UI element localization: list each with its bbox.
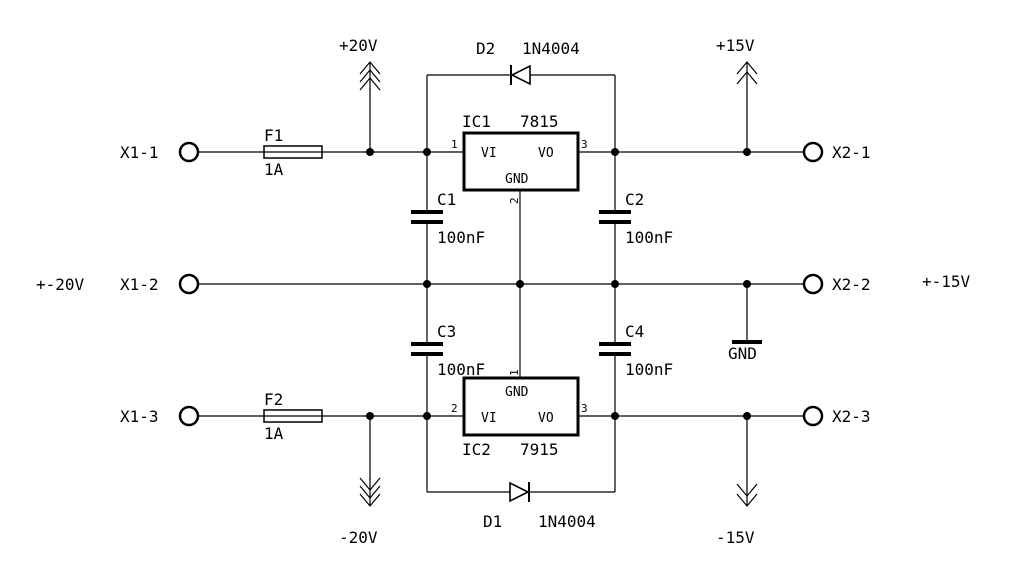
terminal-label: X2-1 [832,143,871,162]
regulator-ic1: IC1 7815 VI VO GND 1 3 2 [451,112,588,204]
ic-name: IC1 [462,112,491,131]
terminal-label: X2-2 [832,275,871,294]
capacitor-name: C3 [437,322,456,341]
ic-name: IC2 [462,440,491,459]
capacitor-name: C2 [625,190,644,209]
pin-number: 3 [581,138,588,151]
supply-label: -15V [716,528,755,547]
supply-neg15-symbol: -15V [716,483,758,547]
pin-number: 1 [451,138,458,151]
terminal-x2-1: X2-1 [802,141,871,163]
ic-pin-vo: VO [538,146,554,161]
terminal-label: X2-3 [832,407,871,426]
supply-pos15-symbol: +15V [716,36,758,85]
capacitor-c2: C2 100nF [599,190,673,247]
diode-d1: D1 1N4004 [483,481,596,531]
supply-neg20-symbol: -20V [339,477,381,547]
supply-label: +15V [716,36,755,55]
pin-number: 3 [581,402,588,415]
ic-pin-gnd: GND [505,172,529,187]
capacitor-name: C1 [437,190,456,209]
ground-symbol: GND [728,340,762,363]
terminal-label: X1-1 [120,143,159,162]
capacitor-value: 100nF [625,228,673,247]
pin-number: 1 [508,369,521,376]
terminal-x2-3: X2-3 [802,405,871,427]
capacitor-value: 100nF [437,228,485,247]
fuse-value: 1A [264,424,284,443]
diode-name: D2 [476,39,495,58]
diode-d2: D2 1N4004 [476,39,580,86]
capacitor-c4: C4 100nF [599,322,673,379]
ic-pin-gnd: GND [505,385,529,400]
diode-part: 1N4004 [522,39,580,58]
terminal-x1-1: X1-1 [120,141,200,163]
fuse-name: F2 [264,390,283,409]
ground-label: GND [728,344,757,363]
ic-pin-vi: VI [481,146,497,161]
ic-pin-vi: VI [481,411,497,426]
terminal-label: X1-2 [120,275,159,294]
diode-name: D1 [483,512,502,531]
regulator-ic2: IC2 7915 VI VO GND 2 3 1 [451,369,588,459]
wires [198,74,804,493]
terminal-x1-2: X1-2 [120,273,200,295]
pin-number: 2 [508,197,521,204]
capacitor-value: 100nF [625,360,673,379]
output-voltage-label: +-15V [922,272,971,291]
junctions [366,148,751,420]
capacitor-c3: C3 100nF [411,322,485,379]
ic-part: 7915 [520,440,559,459]
diode-part: 1N4004 [538,512,596,531]
fuse-f2: F2 1A [263,390,323,443]
fuse-value: 1A [264,160,284,179]
ic-part: 7815 [520,112,559,131]
supply-label: +20V [339,36,378,55]
terminal-x2-2: X2-2 [802,273,871,295]
supply-pos20-symbol: +20V [339,36,381,91]
pin-number: 2 [451,402,458,415]
terminal-x1-3: X1-3 [120,405,200,427]
terminal-label: X1-3 [120,407,159,426]
fuse-f1: F1 1A [263,126,323,179]
fuse-name: F1 [264,126,283,145]
capacitor-c1: C1 100nF [411,190,485,247]
supply-label: -20V [339,528,378,547]
capacitor-name: C4 [625,322,644,341]
input-voltage-label: +-20V [36,275,85,294]
ic-pin-vo: VO [538,411,554,426]
capacitor-value: 100nF [437,360,485,379]
